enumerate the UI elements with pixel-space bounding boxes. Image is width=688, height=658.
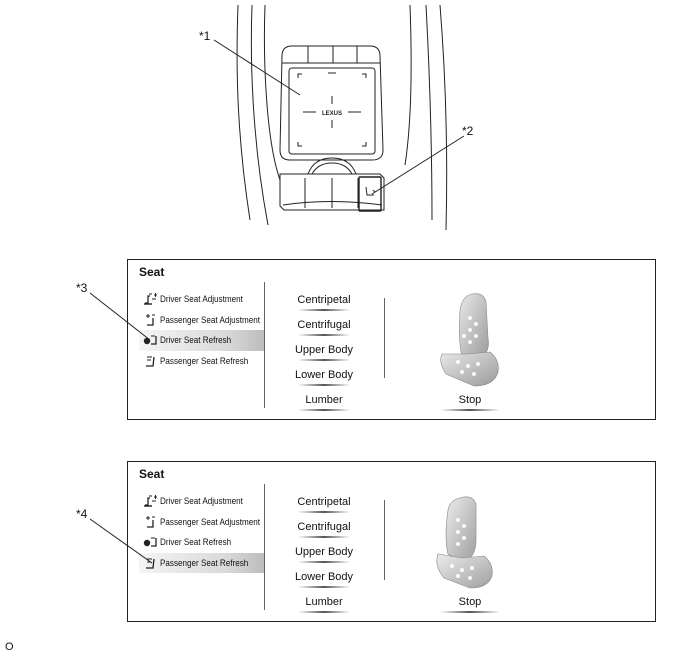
seat-menu: Driver Seat Adjustment Passenger Seat Ad… — [139, 491, 264, 573]
menu-item-label: Driver Seat Adjustment — [160, 294, 243, 304]
menu-item-passenger-seat-adjustment[interactable]: Passenger Seat Adjustment — [139, 310, 264, 331]
panel-title: Seat — [139, 467, 165, 481]
menu-item-label: Driver Seat Adjustment — [160, 496, 243, 506]
stop-label: Stop — [458, 394, 482, 406]
passenger-seat-refresh-icon — [146, 558, 155, 569]
menu-item-label: Driver Seat Refresh — [160, 537, 232, 547]
seat-image — [440, 293, 499, 387]
option-centrifugal[interactable]: Centrifugal — [288, 521, 360, 538]
option-lumber[interactable]: Lumber — [288, 596, 360, 613]
stop-label: Stop — [458, 596, 482, 608]
option-label: Lumber — [305, 394, 343, 406]
passenger-seat-adjust-icon — [146, 313, 155, 326]
seat-panel-2: Seat Driver Seat Adjustment Passenger Se… — [127, 461, 656, 622]
option-centripetal[interactable]: Centripetal — [288, 496, 360, 513]
option-label: Centrifugal — [297, 521, 351, 533]
driver-seat-refresh-icon — [143, 335, 157, 345]
callout-2: *2 — [462, 124, 474, 138]
stop-button[interactable]: Stop — [430, 394, 510, 411]
dash-logo: LEXUS — [322, 111, 342, 117]
figure-code: O — [5, 641, 14, 653]
menu-item-label: Passenger Seat Refresh — [160, 355, 249, 366]
option-label: Centrifugal — [297, 319, 351, 331]
seat-switch-icon — [365, 186, 376, 196]
option-label: Centripetal — [297, 496, 351, 508]
menu-item-driver-seat-adjustment[interactable]: Driver Seat Adjustment — [139, 491, 264, 512]
seat-image — [436, 496, 493, 589]
seat-menu: Driver Seat Adjustment Passenger Seat Ad… — [139, 289, 264, 371]
driver-seat-adjust-icon — [144, 495, 157, 507]
divider-left — [264, 282, 265, 408]
option-label: Lower Body — [294, 369, 354, 381]
option-upper-body[interactable]: Upper Body — [288, 344, 360, 361]
menu-item-passenger-seat-refresh[interactable]: Passenger Seat Refresh — [139, 552, 264, 573]
option-centrifugal[interactable]: Centrifugal — [288, 319, 360, 336]
passenger-seat-adjust-icon — [146, 515, 155, 528]
menu-item-driver-seat-adjustment[interactable]: Driver Seat Adjustment — [139, 289, 264, 310]
driver-seat-adjust-icon — [144, 293, 157, 305]
divider-right — [384, 298, 385, 378]
callout-4: *4 — [76, 507, 88, 521]
passenger-seat-refresh-icon — [146, 356, 155, 367]
menu-item-label: Passenger Seat Refresh — [160, 557, 249, 568]
divider-left — [264, 484, 265, 610]
option-label: Upper Body — [294, 546, 354, 558]
menu-item-label: Passenger Seat Adjustment — [160, 516, 260, 527]
option-centripetal[interactable]: Centripetal — [288, 294, 360, 311]
menu-item-label: Driver Seat Refresh — [160, 335, 232, 345]
divider-right — [384, 500, 385, 580]
panel-title: Seat — [139, 265, 165, 279]
menu-item-driver-seat-refresh[interactable]: Driver Seat Refresh — [139, 532, 264, 553]
stop-button[interactable]: Stop — [430, 596, 510, 613]
option-lower-body[interactable]: Lower Body — [288, 369, 360, 386]
option-upper-body[interactable]: Upper Body — [288, 546, 360, 563]
menu-item-passenger-seat-adjustment[interactable]: Passenger Seat Adjustment — [139, 512, 264, 533]
option-label: Lower Body — [294, 571, 354, 583]
callout-3: *3 — [76, 281, 88, 295]
option-label: Upper Body — [294, 344, 354, 356]
option-label: Lumber — [305, 596, 343, 608]
option-label: Centripetal — [297, 294, 351, 306]
menu-item-passenger-seat-refresh[interactable]: Passenger Seat Refresh — [139, 351, 264, 372]
option-lumber[interactable]: Lumber — [288, 394, 360, 411]
seat-panel-1: Seat Driver Seat Adjustment Passenger Se… — [127, 259, 656, 420]
driver-seat-refresh-icon — [143, 537, 157, 547]
menu-item-driver-seat-refresh[interactable]: Driver Seat Refresh — [139, 330, 264, 351]
dashboard-illustration: LEXUS — [213, 4, 465, 231]
menu-item-label: Passenger Seat Adjustment — [160, 314, 260, 325]
callout-1: *1 — [199, 29, 211, 43]
option-lower-body[interactable]: Lower Body — [288, 571, 360, 588]
